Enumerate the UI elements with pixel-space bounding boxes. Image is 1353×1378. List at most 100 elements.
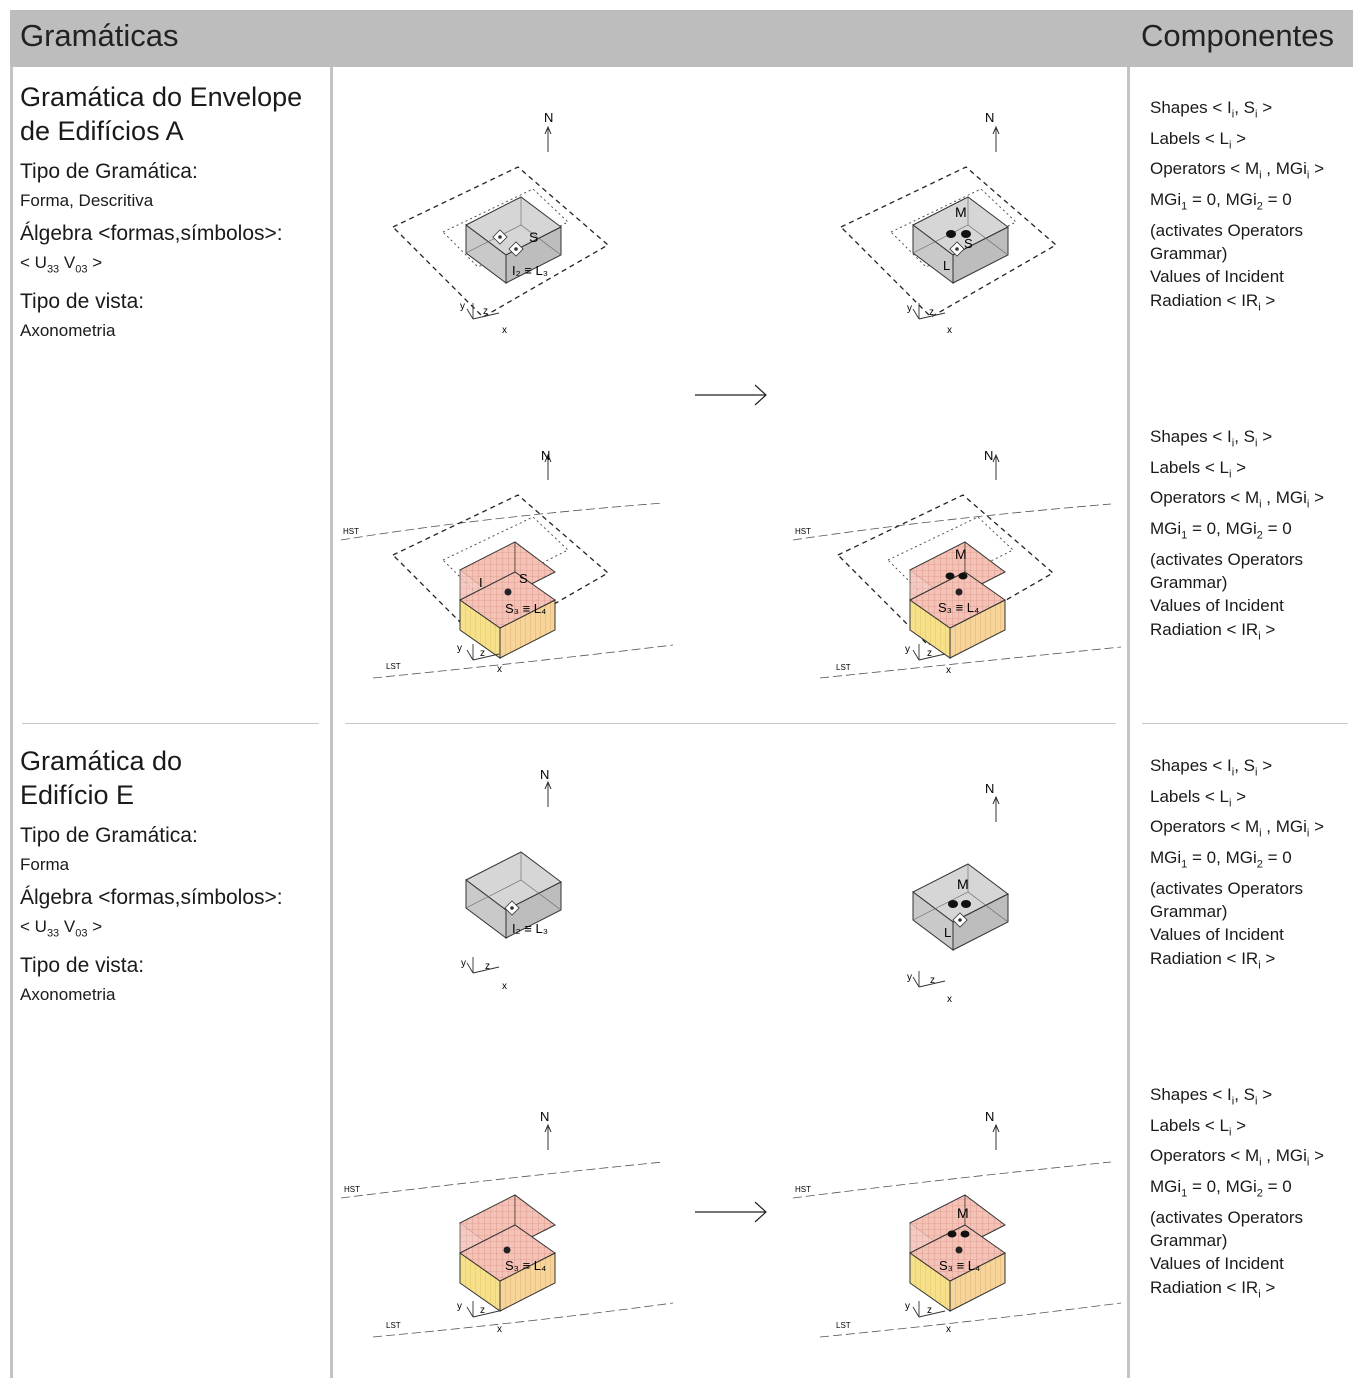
- view-type-value: Axonometria: [20, 321, 116, 341]
- left-border: [10, 67, 13, 1378]
- svg-text:y: y: [905, 644, 910, 655]
- svg-text:N: N: [544, 110, 553, 125]
- svg-text:N: N: [984, 448, 993, 463]
- svg-text:x: x: [497, 664, 502, 675]
- svg-text:z: z: [480, 648, 485, 659]
- algebra-label: Álgebra <formas,símbolos>:: [20, 886, 283, 909]
- grammar-title-line2: de Edifícios A: [20, 116, 184, 146]
- svg-text:L: L: [943, 258, 950, 273]
- grammar-title: Gramática do Edifício E: [20, 744, 325, 812]
- svg-text:z: z: [930, 975, 935, 986]
- svg-text:LST: LST: [836, 663, 851, 672]
- row-divider-right: [1142, 723, 1348, 724]
- header-gramaticas: Gramáticas: [20, 18, 179, 53]
- components-block-4: Shapes < Ii, Si > Labels < Li > Operator…: [1150, 1085, 1325, 1301]
- grammar-type-value: Forma: [20, 855, 70, 874]
- svg-text:S: S: [529, 229, 538, 245]
- algebra-value: < U33 V03 >: [20, 917, 103, 940]
- svg-text:x: x: [502, 325, 507, 336]
- svg-text:M: M: [957, 1205, 969, 1221]
- svg-text:HST: HST: [343, 527, 359, 536]
- diagrams-area: N S I₂ ≡ L₃ y z x N M S L y z x N HST: [340, 110, 1122, 1338]
- svg-text:N: N: [541, 448, 550, 463]
- header-componentes: Componentes: [1141, 18, 1335, 53]
- svg-text:LST: LST: [386, 662, 401, 671]
- svg-text:x: x: [946, 1324, 951, 1335]
- algebra-value: < U33 V03 >: [20, 253, 103, 276]
- svg-text:L: L: [944, 925, 951, 940]
- svg-text:y: y: [461, 958, 466, 969]
- svg-text:y: y: [907, 972, 912, 983]
- components-block-2: Shapes < Ii, Si > Labels < Li > Operator…: [1150, 427, 1325, 643]
- svg-text:LST: LST: [386, 1321, 401, 1330]
- svg-text:z: z: [927, 648, 932, 659]
- svg-text:y: y: [907, 303, 912, 314]
- svg-text:N: N: [540, 1109, 549, 1124]
- svg-text:S₃ ≡ L₄: S₃ ≡ L₄: [505, 601, 546, 616]
- figure-a-radiation-initial: N HST LST S I S₃ ≡ L₄ y z x: [340, 448, 674, 679]
- grammar-title: Gramática do Envelope de Edifícios A: [20, 80, 325, 148]
- figure-a-result: N M S L y z x: [840, 110, 1057, 336]
- grammar-title-line2: Edifício E: [20, 780, 135, 810]
- components-block-1: Shapes < Ii, Si > Labels < Li > Operator…: [1150, 98, 1325, 314]
- figure-e-radiation-result: N HST LST M S₃ ≡ L₄ y z x: [792, 1109, 1122, 1338]
- row-divider-middle: [345, 723, 1116, 724]
- svg-text:M: M: [955, 546, 967, 562]
- transition-arrow-1: [695, 384, 767, 406]
- svg-text:N: N: [985, 1109, 994, 1124]
- grammar-info-a: Gramática do Envelope de Edifícios A Tip…: [20, 80, 325, 350]
- svg-text:N: N: [540, 767, 549, 782]
- svg-text:z: z: [927, 1305, 932, 1316]
- svg-text:HST: HST: [795, 1185, 811, 1194]
- svg-text:I₂ ≡ L₃: I₂ ≡ L₃: [512, 263, 548, 278]
- algebra-label: Álgebra <formas,símbolos>:: [20, 222, 283, 245]
- svg-text:y: y: [460, 301, 465, 312]
- svg-text:y: y: [457, 643, 462, 654]
- components-block-3: Shapes < Ii, Si > Labels < Li > Operator…: [1150, 756, 1325, 972]
- svg-text:S: S: [964, 236, 973, 251]
- svg-text:x: x: [947, 994, 952, 1005]
- grammar-info-e: Gramática do Edifício E Tipo de Gramátic…: [20, 744, 325, 1014]
- svg-text:z: z: [480, 1305, 485, 1316]
- svg-text:I: I: [479, 575, 483, 590]
- svg-text:S: S: [519, 571, 528, 586]
- svg-text:M: M: [955, 204, 967, 220]
- svg-text:y: y: [905, 1301, 910, 1312]
- svg-text:x: x: [947, 325, 952, 336]
- svg-text:z: z: [483, 306, 488, 317]
- view-type-label: Tipo de vista:: [20, 954, 145, 978]
- grammar-type-label: Tipo de Gramática:: [20, 824, 198, 847]
- svg-text:HST: HST: [795, 527, 811, 536]
- svg-text:M: M: [957, 876, 969, 892]
- svg-text:I₂ ≡ L₃: I₂ ≡ L₃: [512, 921, 548, 936]
- svg-text:z: z: [485, 961, 490, 972]
- svg-text:S₃ ≡ L₄: S₃ ≡ L₄: [505, 1258, 546, 1273]
- figure-a-radiation-result: N HST LST M S₃ ≡ L₄ y z x: [792, 448, 1122, 679]
- header-bar: Gramáticas Componentes: [10, 10, 1353, 67]
- figure-e-result: N M L y z x: [907, 781, 1009, 1005]
- grammar-title-line1: Gramática do Envelope: [20, 82, 303, 112]
- svg-text:N: N: [985, 110, 994, 125]
- svg-text:HST: HST: [344, 1185, 360, 1194]
- figure-e-initial: N I₂ ≡ L₃ y z x: [461, 767, 562, 992]
- svg-text:y: y: [457, 1301, 462, 1312]
- svg-text:S₃ ≡ L₄: S₃ ≡ L₄: [939, 1258, 980, 1273]
- row-divider-left: [22, 723, 319, 724]
- svg-text:x: x: [946, 665, 951, 676]
- svg-text:S₃ ≡ L₄: S₃ ≡ L₄: [938, 600, 979, 615]
- figure-a-initial: N S I₂ ≡ L₃ y z x: [392, 110, 609, 336]
- column-divider-2: [1127, 67, 1130, 1378]
- figure-e-radiation-initial: N HST LST S₃ ≡ L₄ y z x: [340, 1109, 674, 1338]
- svg-text:x: x: [502, 981, 507, 992]
- grammar-type-label: Tipo de Gramática:: [20, 160, 198, 183]
- svg-text:LST: LST: [836, 1321, 851, 1330]
- column-divider-1: [330, 67, 333, 1378]
- svg-text:x: x: [497, 1324, 502, 1335]
- svg-text:N: N: [985, 781, 994, 796]
- grammar-type-value: Forma, Descritiva: [20, 191, 154, 210]
- grammar-title-line1: Gramática do: [20, 746, 183, 776]
- view-type-value: Axonometria: [20, 985, 116, 1005]
- transition-arrow-2: [695, 1201, 767, 1223]
- svg-text:z: z: [929, 307, 934, 318]
- view-type-label: Tipo de vista:: [20, 290, 145, 314]
